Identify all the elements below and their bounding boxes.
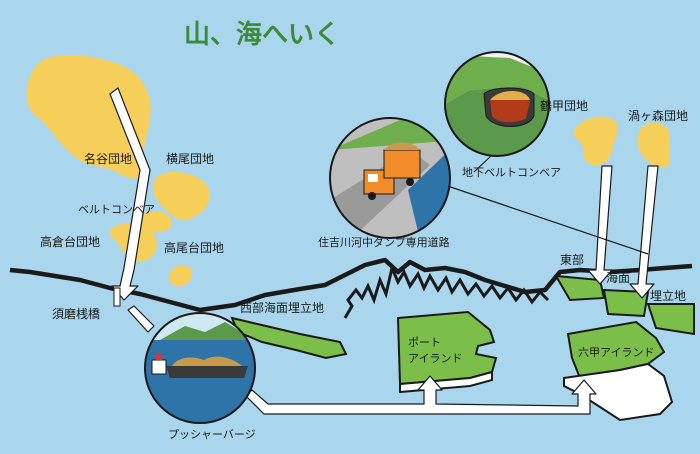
west-conveyor-arrow	[109, 87, 151, 301]
yokoo-mountain-2	[139, 211, 172, 233]
label-tobu-1: 東部	[560, 252, 584, 267]
port-breakwater	[343, 263, 550, 319]
label-belt-conveyor: ベルトコンベア	[78, 203, 155, 216]
leader-line	[429, 179, 649, 255]
label-port-island-2: アイランド	[408, 352, 462, 365]
label-tsurukabuto: 鶴甲団地	[540, 98, 588, 113]
pier-to-barge-arrow	[127, 305, 155, 333]
label-seibu: 西部海面埋立地	[240, 300, 324, 315]
takaodai-mountain	[168, 265, 192, 287]
label-takaodai: 高尾台団地	[164, 240, 224, 255]
label-tobu-3: 埋立地	[650, 288, 686, 303]
leader-line-2	[473, 154, 493, 173]
label-pusher-barge: プッシャーバージ	[168, 428, 256, 441]
mountain-areas-west	[26, 54, 210, 287]
yokoo-mountain	[153, 171, 210, 221]
east-arrow-2	[629, 165, 659, 299]
uzugamori-mountain	[637, 122, 670, 168]
nadani-yokoo-mountain	[26, 54, 151, 179]
seibu-land	[230, 316, 348, 360]
label-port-island-1: ポート	[408, 336, 441, 349]
label-dump-road: 住吉川河中ダンプ専用道路	[318, 235, 450, 249]
label-rokko-island: 六甲アイランド	[578, 346, 654, 359]
label-suma-pier: 須磨桟橋	[52, 307, 100, 321]
labels: 名谷団地 横尾団地 ベルトコンベア 高倉台団地 高尾台団地 須磨桟橋 プッシャー…	[40, 98, 688, 441]
label-yokoo: 横尾団地	[166, 152, 214, 166]
label-nadani: 名谷団地	[84, 151, 132, 166]
truck-icon	[363, 142, 421, 200]
suma-pier-marker	[113, 287, 121, 307]
east-arrow-1	[587, 165, 613, 285]
barge-icon	[151, 354, 248, 378]
reclaimed-land	[230, 274, 695, 422]
mountain-areas-east	[573, 116, 670, 168]
map-title: 山、海へいく	[184, 20, 340, 50]
label-uzugamori: 渦ヶ森団地	[628, 108, 688, 123]
tobu-land-3	[646, 303, 695, 336]
label-tobu-2: 海面	[606, 270, 630, 285]
routes	[109, 87, 659, 415]
label-takakuradai: 高倉台団地	[40, 234, 100, 249]
barge-route-arrow	[245, 375, 597, 415]
tobu-land-2	[602, 288, 650, 318]
rokko-island-side	[563, 362, 674, 422]
tobu-land-1	[554, 274, 606, 302]
barge-vignette	[144, 312, 256, 424]
conveyor-vignette	[444, 51, 550, 157]
label-underground-conveyor: 地下ベルトコンベア	[462, 166, 561, 179]
conveyor-icon	[483, 87, 535, 127]
tsurukabuto-mountain	[573, 116, 618, 166]
